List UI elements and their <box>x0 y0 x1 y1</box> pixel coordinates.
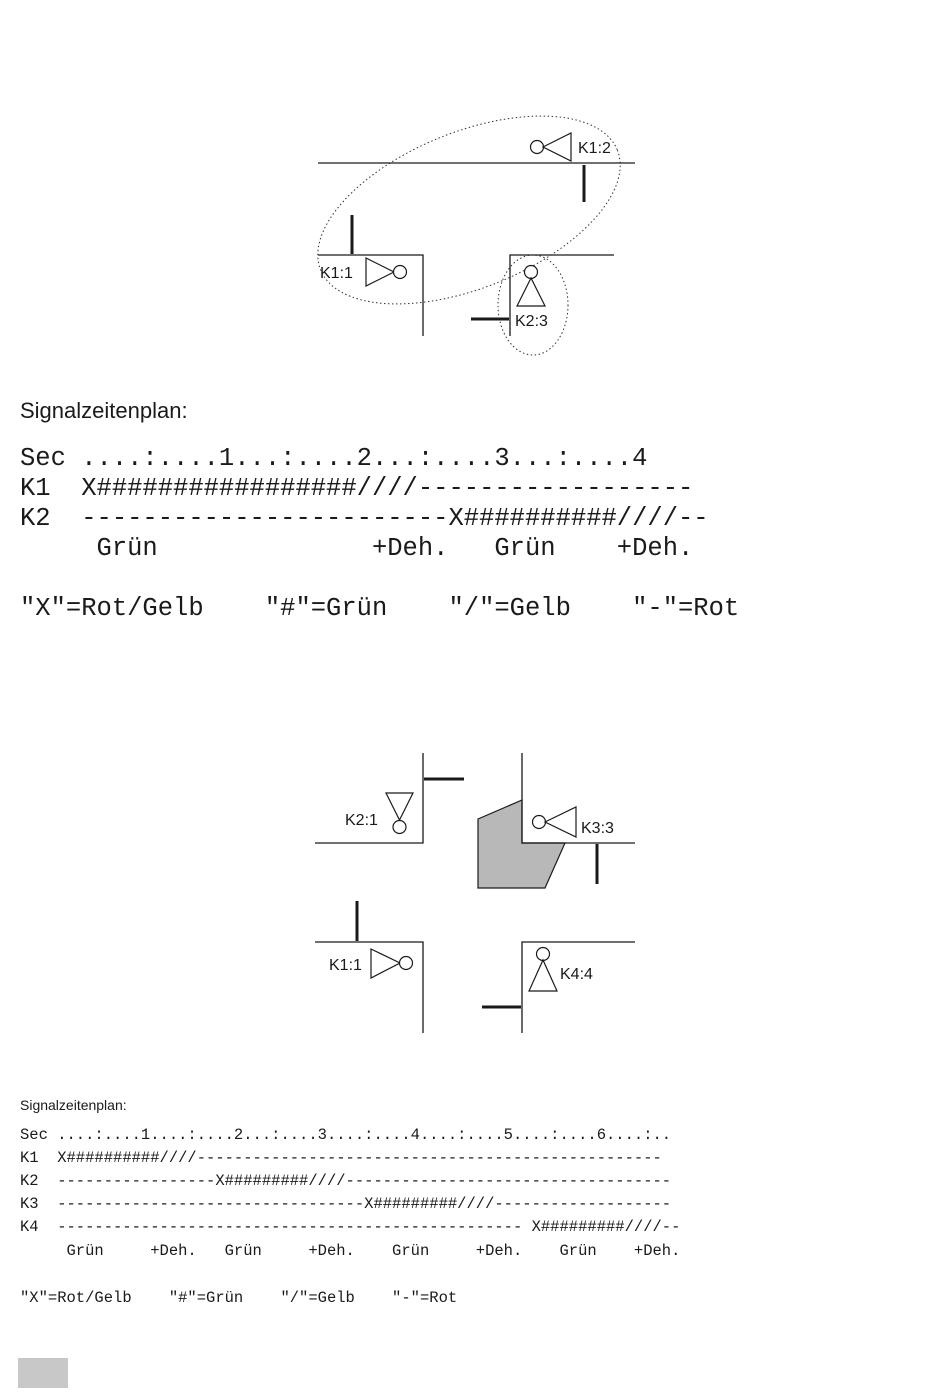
signal-k3-3-icon <box>531 806 577 838</box>
timing-row-phase-labels: Grün +Deh. Grün +Deh. Grün +Deh. Grün +D… <box>20 1242 681 1260</box>
timing-legend: "X"=Rot/Gelb "#"=Grün "/"=Gelb "-"=Rot <box>20 594 740 623</box>
signal-k2-3-icon <box>516 264 546 307</box>
road-edge-bottom-right <box>509 254 614 336</box>
signal-k4-4-icon <box>528 946 558 992</box>
road-edge-top-left <box>315 753 424 844</box>
signal-k2-1-icon <box>385 792 414 835</box>
signal-k1-1-icon <box>365 257 408 287</box>
section-heading: Signalzeitenplan: <box>20 398 188 423</box>
road-edge-bottom-right <box>521 941 635 1033</box>
timing-row-k3: K3 ---------------------------------X###… <box>20 1195 672 1213</box>
signal-label-k4-4: K4:4 <box>560 966 593 983</box>
road-edge-top-right <box>521 753 635 844</box>
timing-row-sec: Sec ....:....1....:....2...:....3....:..… <box>20 1126 672 1144</box>
timing-row-k2: K2 ------------------------X##########//… <box>20 504 709 533</box>
section-heading: Signalzeitenplan: <box>20 1097 127 1113</box>
signal-group-ellipse-k1 <box>317 115 621 305</box>
signal-label-k1-1: K1:1 <box>320 265 353 282</box>
intersection-diagram-1: K1:2 K1:1 K2:3 <box>317 115 635 356</box>
timing-row-phase-labels: Grün +Deh. Grün +Deh. <box>20 534 694 563</box>
signal-label-k1-2: K1:2 <box>578 140 611 157</box>
page-footer-bar <box>18 1358 68 1388</box>
signal-k1-1-icon <box>370 948 414 979</box>
signal-label-k3-3: K3:3 <box>581 820 614 837</box>
timing-row-k2: K2 -----------------X#########////------… <box>20 1172 672 1190</box>
road-edge-bottom-left <box>315 941 424 1033</box>
signal-k1-2-icon <box>529 132 572 162</box>
timing-row-sec: Sec ....:....1...:....2...:....3...:....… <box>20 444 648 473</box>
signal-label-k1-1: K1:1 <box>329 957 362 974</box>
timing-row-k1: K1 X##########////----------------------… <box>20 1149 662 1167</box>
intersection-diagram-2: K2:1 K3:3 K1:1 K4:4 <box>315 753 635 1033</box>
timing-row-k4: K4 -------------------------------------… <box>20 1218 681 1236</box>
timing-legend: "X"=Rot/Gelb "#"=Grün "/"=Gelb "-"=Rot <box>20 1289 458 1307</box>
signal-group-ellipse-k2 <box>497 254 569 356</box>
signal-label-k2-3: K2:3 <box>515 313 548 330</box>
timing-row-k1: K1 X#################////---------------… <box>20 474 694 503</box>
road-edge-bottom-left <box>318 254 424 336</box>
signal-label-k2-1: K2:1 <box>345 812 378 829</box>
